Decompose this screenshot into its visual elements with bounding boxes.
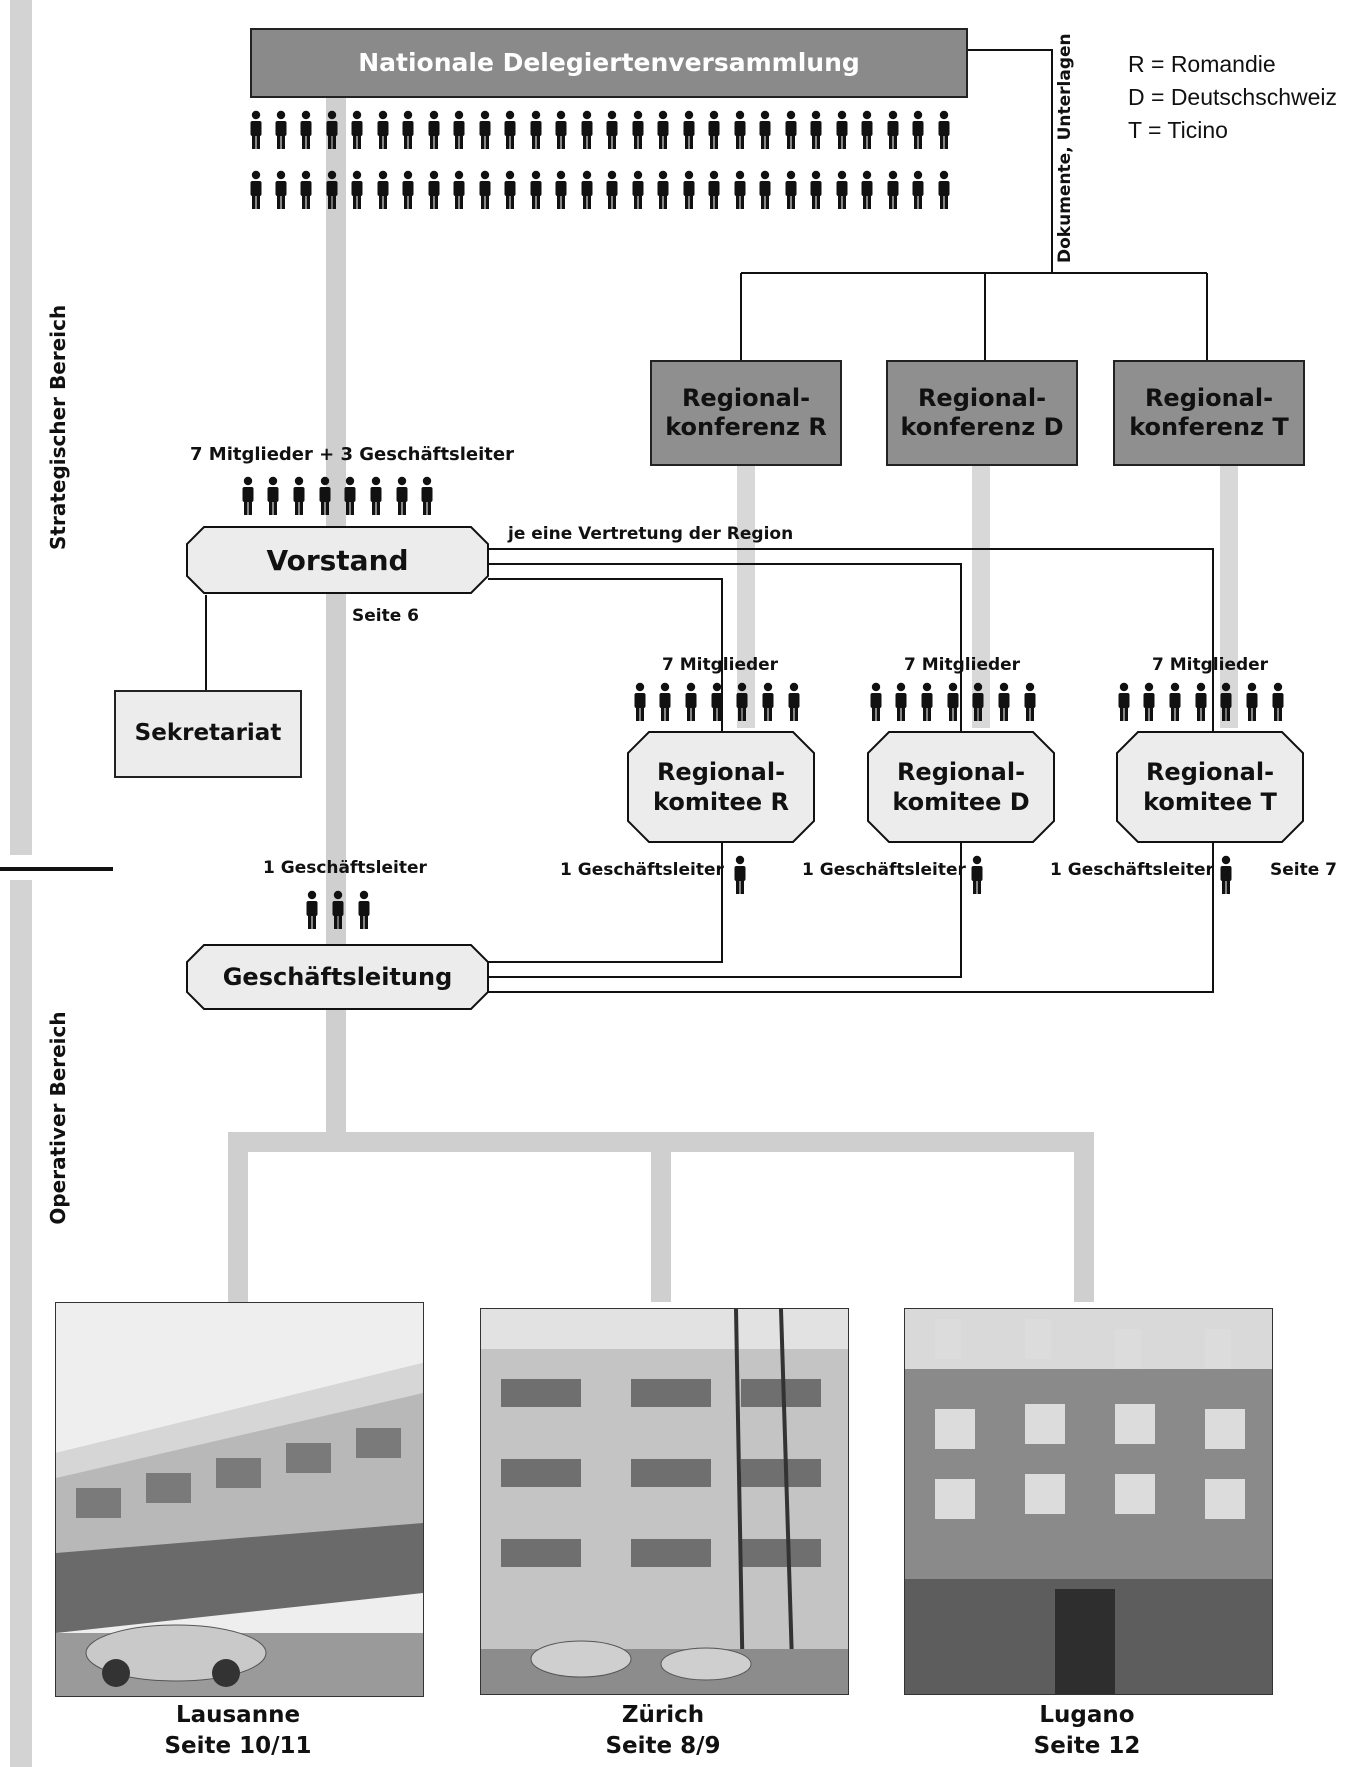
geschaeftsleitung-leader-icons [306,890,370,929]
committee-t-members-label: 7 Mitglieder [1152,655,1269,675]
office-page-lugano: Seite 12 [1033,1733,1141,1760]
vorstand-members-icons [242,476,433,515]
regional-conference-r: Regional- konferenz R [650,360,842,466]
committee-d-members-icons [870,682,1036,721]
office-page-zuerich: Seite 8/9 [605,1733,721,1760]
committee-d-leader-icon [971,855,983,894]
office-caption-lugano: Lugano Seite 12 [967,1700,1207,1762]
legend-item-r: R = Romandie [1128,51,1276,77]
committee-r-members-icons [634,682,800,721]
regional-conference-d: Regional- konferenz D [886,360,1078,466]
office-photo-lugano [904,1308,1273,1695]
committee-t-leader-label: 1 Geschäftsleiter [1050,860,1214,880]
office-caption-lausanne: Lausanne Seite 10/11 [118,1700,358,1762]
office-city-zuerich: Zürich [621,1702,705,1728]
committee-r-leader-label: 1 Geschäftsleiter [560,860,724,880]
committee-t-members-icons [1118,682,1284,721]
legend: R = Romandie D = Deutschschweiz T = Tici… [1128,48,1337,147]
regional-conference-r-line2: konferenz R [665,413,827,441]
zuerich-building-image [481,1309,848,1694]
sekretariat-title: Sekretariat [134,720,282,747]
vorstand-page-ref: Seite 6 [352,606,420,626]
representation-label: je eine Vertretung der Region [508,524,794,544]
side-band-operative [10,880,32,1767]
regional-committee-d-line1: Regional- [896,758,1026,786]
lausanne-building-image [56,1303,423,1696]
regional-committee-d-line2: komitee D [892,788,1030,816]
office-page-lausanne: Seite 10/11 [164,1733,312,1760]
regional-conference-d-line2: konferenz D [900,413,1064,441]
office-city-lugano: Lugano [1039,1702,1135,1728]
regional-committee-t-line1: Regional- [1145,758,1275,786]
documents-label: Dokumente, Unterlagen [1055,33,1075,263]
regional-committee-r-line2: komitee R [653,788,789,816]
office-photo-lausanne [55,1302,424,1697]
office-city-lausanne: Lausanne [175,1702,301,1728]
section-divider [0,867,113,871]
regional-conference-d-line1: Regional- [917,384,1047,413]
lugano-building-image [905,1309,1272,1694]
regional-committee-d: Regional- komitee D [867,731,1055,843]
committee-d-leader-label: 1 Geschäftsleiter [802,860,966,880]
legend-item-t: T = Ticino [1128,117,1228,143]
vorstand-title: Vorstand [266,543,409,577]
vorstand-box: Vorstand [186,526,489,594]
regional-committee-t-line2: komitee T [1143,788,1277,816]
office-caption-zuerich: Zürich Seite 8/9 [543,1700,783,1762]
legend-item-d: D = Deutschschweiz [1128,84,1337,110]
committee-r-leader-icon [734,855,746,894]
side-band-strategic [10,0,32,855]
delegates-row-2 [250,170,950,209]
regional-committee-r: Regional- komitee R [627,731,815,843]
national-assembly-box: Nationale Delegiertenversammlung [250,28,968,98]
regional-committee-r-line1: Regional- [656,758,786,786]
geschaeftsleitung-title: Geschäftsleitung [222,963,453,991]
committee-page-ref: Seite 7 [1270,860,1338,880]
regional-conference-t-line2: konferenz T [1129,413,1289,441]
committee-t-leader-icon [1220,855,1232,894]
vorstand-members-label: 7 Mitglieder + 3 Geschäftsleiter [190,444,514,465]
regional-conference-t-line1: Regional- [1144,384,1274,413]
delegates-row-1 [250,110,950,149]
geschaeftsleitung-leader-label: 1 Geschäftsleiter [263,858,427,878]
committee-r-members-label: 7 Mitglieder [662,655,779,675]
sekretariat-box: Sekretariat [114,690,302,778]
delegates-rows [250,110,950,209]
geschaeftsleitung-box: Geschäftsleitung [186,944,489,1010]
office-photo-zuerich [480,1308,849,1695]
regional-committee-t: Regional- komitee T [1116,731,1304,843]
regional-conference-r-line1: Regional- [681,384,811,413]
national-assembly-title: Nationale Delegiertenversammlung [358,48,860,77]
regional-conference-t: Regional- konferenz T [1113,360,1305,466]
committee-d-members-label: 7 Mitglieder [904,655,1021,675]
